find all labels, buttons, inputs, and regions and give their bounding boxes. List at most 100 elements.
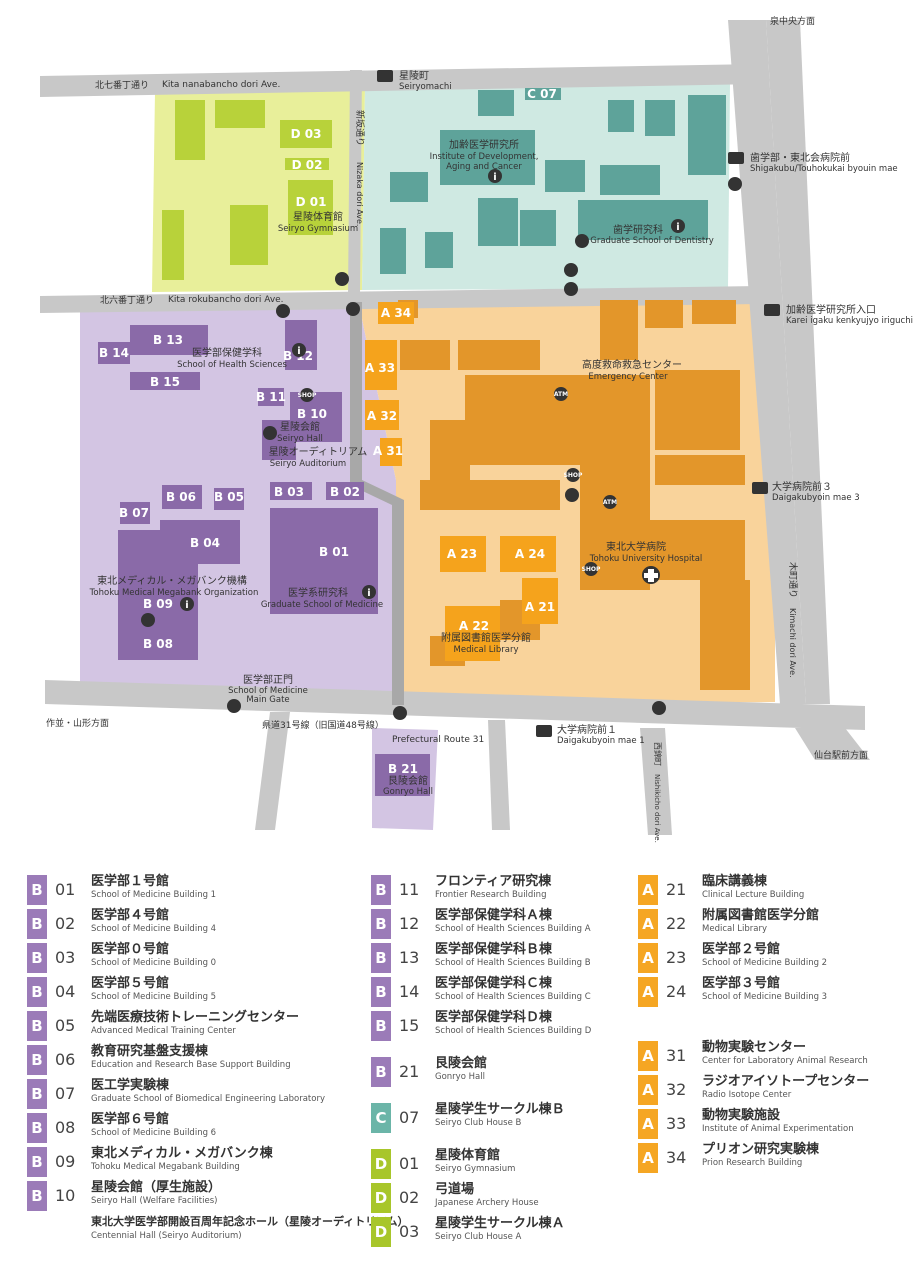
road-route31-jp: 県道31号線（旧国道48号線） [262,719,384,731]
legend-zone-code: D [371,1149,391,1179]
legend-zone-code: D [371,1217,391,1247]
legend-name-jp: 弓道場 [435,1182,475,1197]
arrow-up-icon [335,272,349,286]
legend-building-number: 21 [666,880,687,899]
label-b09: B 09 [143,597,173,611]
legend-zone-code: B [371,1011,391,1041]
legend-zone-code: A [638,1075,658,1105]
arrow-down-icon [564,282,578,296]
road-kimachi-en: Kimachi dori Ave. [788,608,797,678]
legend-building-number: 09 [55,1152,76,1171]
legend-name-jp: 医学部０号館 [91,942,170,957]
bus-stop-4-jp: 大学病院前３ [772,480,832,493]
legend-building-number: 15 [399,1016,420,1035]
atm-icon [603,495,617,509]
legend-zone-code: C [371,1103,391,1133]
label-b21: B 21 [388,762,418,776]
label-d01: D 01 [296,195,327,209]
road-kita7 [40,64,760,97]
legend-name-jp: 医学部２号館 [702,942,781,957]
campus-map-svg: A 34 A 33 A 32 A 31 A 23 A 24 A 21 A 22 … [40,15,913,843]
facility-dent-en: Graduate School of Dentistry [590,236,714,246]
campus-map: A 34 A 33 A 32 A 31 A 23 A 24 A 21 A 22 … [40,15,913,843]
legend-building-number: 21 [399,1062,420,1081]
legend-name-jp: プリオン研究実験棟 [702,1142,820,1157]
info-label: i [367,588,370,599]
legend-name-en: Centennial Hall (Seiryo Auditorium) [91,1231,242,1241]
direction-north: 泉中央方面 [770,15,815,27]
legend-building-number: 02 [399,1188,420,1207]
legend-name-en: Advanced Medical Training Center [91,1025,236,1036]
legend-building-number: 03 [399,1222,420,1241]
facility-idac-jp: 加齢医学研究所 [449,138,519,151]
legend-building-number: 01 [55,880,76,899]
bus-stop-4-en: Daigakubyoin mae 3 [772,493,860,503]
legend-zone-code: B [27,909,47,939]
legend-name-en: Education and Research Base Support Buil… [91,1059,291,1070]
legend-name-en: Prion Research Building [702,1157,803,1168]
road-southeast [795,728,870,760]
legend-name-jp: 臨床講義棟 [702,874,768,889]
legend-zone-code: B [27,977,47,1007]
c-buildings [380,88,726,274]
arrow-up-icon [652,701,666,715]
legend-name-en: Clinical Lecture Building [702,889,805,900]
label-b04: B 04 [190,536,220,550]
road-nizaka-en: Nizaka dori Ave. [355,162,364,226]
facility-hosp-jp: 東北大学病院 [606,540,666,553]
facility-idac-en2: Aging and Cancer [446,162,522,172]
legend-zone-code: B [371,875,391,905]
facility-med-en: Graduate School of Medicine [261,600,383,610]
facility-aud-jp: 星陵オーディトリアム [269,445,368,458]
legend-name-jp: 先端医療技術トレーニングセンター [91,1010,300,1025]
road-kimachi [728,20,806,704]
label-b02: B 02 [330,485,360,499]
legend-zone-code: A [638,1143,658,1173]
legend-name-en: School of Medicine Building 2 [702,957,828,968]
legend-zone-code: A [638,977,658,1007]
info-icon [180,597,194,611]
b-buildings [98,320,378,660]
label-a32: A 32 [367,409,397,423]
legend-name-en: School of Health Sciences Building A [435,923,591,934]
legend-building-number: 08 [55,1118,76,1137]
road-kimachi-jp: 木町通り [787,562,799,598]
legend-item-b10-extra: 東北大学医学部開設百周年記念ホール（星陵オーディトリアム）Centennial … [27,1213,408,1241]
arrow-down-icon [276,304,290,318]
legend-name-jp: 星陵会館（厚生施設） [91,1180,222,1195]
info-icon [488,169,502,183]
a-buildings [398,300,750,690]
legend-name-en: Graduate School of Biomedical Engineerin… [91,1093,325,1104]
facility-hosp-en: Tohoku University Hospital [589,554,703,564]
legend-building-number: 05 [55,1016,76,1035]
restaurant-icon [263,426,277,440]
label-a33: A 33 [365,361,395,375]
info-label: i [493,172,496,183]
road-kita6-en: Kita rokubancho dori Ave. [168,295,284,305]
facility-tmm-jp: 東北メディカル・メガバンク機構 [97,574,247,587]
bus-stop-icon [377,70,393,82]
legend-name-jp: 医学部保健学科Ｂ棟 [435,942,553,957]
info-label: i [297,346,300,357]
legend-building-number: 23 [666,948,687,967]
facility-health-en: School of Health Sciences [177,360,287,370]
shop-label: SHOP [564,472,583,479]
shop-label: SHOP [582,566,601,573]
legend-building-number: 12 [399,914,420,933]
atm-icon [554,387,568,401]
legend-name-en: Gonryo Hall [435,1071,485,1082]
facility-gym-en: Seiryo Gymnasium [278,224,358,234]
facility-health-jp: 医学部保健学科 [192,346,262,359]
